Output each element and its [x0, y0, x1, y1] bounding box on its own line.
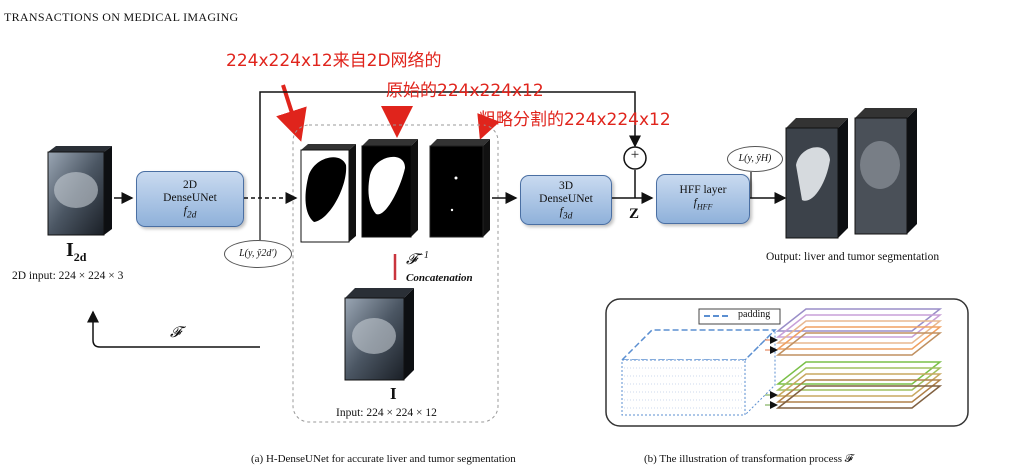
- loss-hff-oval: L(y, ŷH): [727, 146, 783, 172]
- annotation-coarse-seg: 粗略分割的224x224x12: [479, 110, 671, 130]
- input-3d-caption: Input: 224 × 224 × 12: [336, 407, 437, 419]
- seg-volume-2: [361, 139, 418, 238]
- plus-sign: +: [630, 147, 640, 163]
- box-2d-denseunet: 2D DenseUNet f2d: [136, 171, 244, 227]
- annotation-original: 原始的224x224x12: [386, 81, 544, 101]
- input-3d-symbol: I: [390, 384, 397, 403]
- finv-label: 𝓕−1: [406, 250, 429, 268]
- F-feedback-arrow: [87, 310, 260, 348]
- input-2d-caption: 2D input: 224 × 224 × 3: [12, 270, 124, 282]
- plane-stack-top: [775, 308, 943, 356]
- caption-a: (a) H-DenseUNet for accurate liver and t…: [251, 453, 516, 465]
- output-volume-1: [785, 118, 848, 239]
- sum-node: [623, 146, 647, 170]
- annotation-arrow-1: [276, 84, 307, 142]
- annotation-arrow-3: [477, 113, 500, 140]
- input-2d-symbol: I2d: [66, 239, 87, 264]
- box-hff-layer: HFF layer fHFF: [656, 174, 750, 224]
- plane-stack-bottom: [775, 361, 943, 409]
- input-region-dashed: [292, 124, 499, 423]
- concatenation-label: Concatenation: [406, 272, 473, 284]
- annotation-from-2d: 224x224x12来自2D网络的: [226, 51, 442, 71]
- padding-legend-label: padding: [738, 309, 771, 320]
- journal-header: TRANSACTIONS ON MEDICAL IMAGING: [4, 10, 239, 24]
- output-volume-2: [854, 108, 917, 235]
- output-caption: Output: liver and tumor segmentation: [766, 251, 940, 263]
- seg-volume-3: [429, 139, 490, 238]
- seg-volume-1: [300, 144, 356, 243]
- input-3d-volume: [344, 288, 414, 381]
- loss-2d-oval: L(y, ŷ2d′): [224, 240, 292, 268]
- z-label: Z: [629, 206, 640, 222]
- caption-b: (b) The illustration of transformation p…: [644, 453, 853, 465]
- box-3d-denseunet: 3D DenseUNet f3d: [520, 175, 612, 225]
- input-2d-image: [47, 146, 112, 236]
- F-label: 𝓕: [170, 325, 182, 341]
